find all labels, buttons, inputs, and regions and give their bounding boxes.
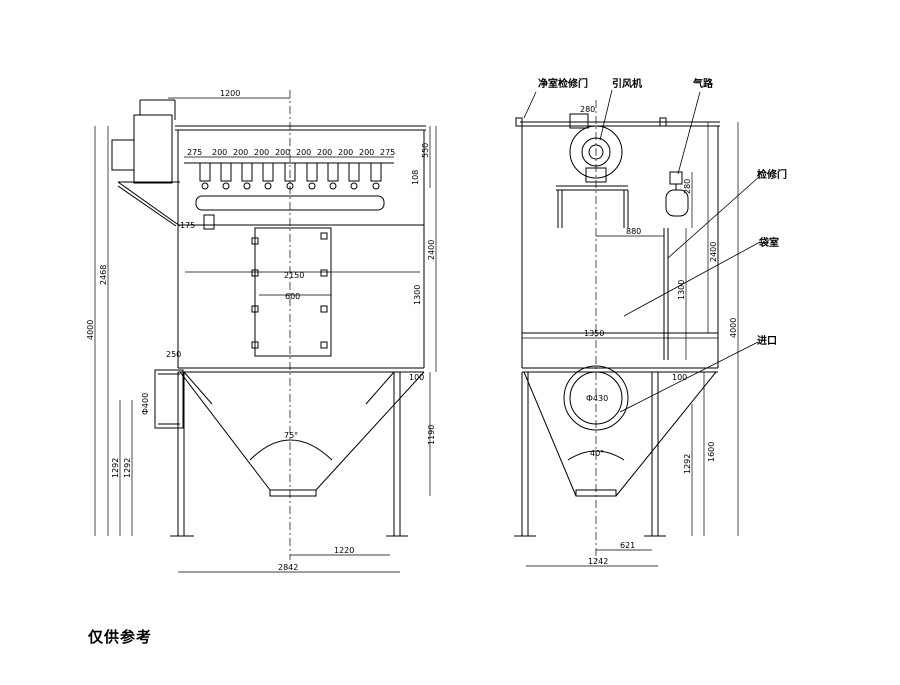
front-hopper-right [315, 371, 425, 491]
dim-75-deg: 75° [284, 431, 298, 440]
dim-1292-b: 1292 [123, 458, 132, 478]
front-dim-texts: 1200 275 200 200 200 200 200 200 200 200… [86, 89, 436, 572]
dim-1292-a: 1292 [111, 458, 120, 478]
label-chamber: 袋室 [758, 236, 779, 249]
side-dim-2400: 2400 [709, 242, 718, 262]
label-access-door: 检修门 [757, 168, 787, 181]
dim-275-last: 275 [380, 148, 395, 157]
dim-600: 600 [285, 292, 300, 301]
dim-200-2: 200 [233, 148, 248, 157]
dim-200-4: 200 [275, 148, 290, 157]
side-dim-fan-280: 280 [580, 105, 595, 114]
front-view [111, 90, 426, 560]
dim-200-6: 200 [317, 148, 332, 157]
label-clean-room-door: 净室检修门 [538, 77, 588, 90]
side-texts: 净室检修门 引风机 气路 检修门 袋室 进口 280 280 880 2400 … [538, 77, 787, 566]
dim-200-8: 200 [359, 148, 374, 157]
side-leaders [523, 89, 761, 413]
side-dim-1242: 1242 [588, 557, 608, 566]
front-dimensions [94, 97, 437, 573]
side-dim-880: 880 [626, 227, 641, 236]
side-dim-280: 280 [683, 179, 692, 194]
side-inlet-outer [563, 365, 629, 431]
dim-1200: 1200 [220, 89, 240, 98]
dim-1300: 1300 [413, 285, 422, 305]
side-dim-1292: 1292 [683, 454, 692, 474]
dim-250: 250 [166, 350, 181, 359]
front-fan-motor [111, 139, 135, 171]
dim-100: 100 [409, 373, 424, 382]
side-dim-inlet-dia: Ф430 [586, 394, 608, 403]
front-hopper-left [179, 371, 271, 491]
label-air-line: 气路 [692, 77, 714, 90]
label-inlet: 进口 [757, 334, 777, 347]
dim-200-5: 200 [296, 148, 311, 157]
side-view [514, 100, 720, 560]
dim-108: 108 [411, 170, 420, 185]
side-dim-1300: 1300 [677, 280, 686, 300]
dim-2842: 2842 [278, 563, 298, 572]
dim-175: 175 [180, 221, 195, 230]
side-dim-1350: 1350 [584, 329, 604, 338]
dim-200-3: 200 [254, 148, 269, 157]
dim-2150: 2150 [284, 271, 304, 280]
label-fan: 引风机 [612, 77, 642, 90]
dim-550: 550 [421, 143, 430, 158]
dim-2400: 2400 [427, 240, 436, 260]
side-dim-4000: 4000 [729, 318, 738, 338]
dim-1220: 1220 [334, 546, 354, 555]
front-inlet [154, 369, 184, 429]
dim-1190: 1190 [427, 425, 436, 445]
front-blow-pipes [184, 162, 394, 190]
front-fan-housing [133, 114, 173, 184]
dim-4000: 4000 [86, 320, 95, 340]
dim-inlet-height: Ф400 [141, 393, 150, 415]
side-dim-621: 621 [620, 541, 635, 550]
dim-200-7: 200 [338, 148, 353, 157]
dim-2468: 2468 [99, 265, 108, 285]
dim-200-1: 200 [212, 148, 227, 157]
side-air-tank [665, 189, 689, 217]
side-dimensions [522, 122, 739, 567]
footer-note: 仅供参考 [88, 628, 153, 646]
dim-275-first: 275 [187, 148, 202, 157]
side-dim-100: 100 [672, 373, 687, 382]
side-dim-40-deg: 40° [590, 449, 604, 458]
side-dim-1600: 1600 [707, 442, 716, 462]
side-fan-housing [569, 125, 623, 179]
